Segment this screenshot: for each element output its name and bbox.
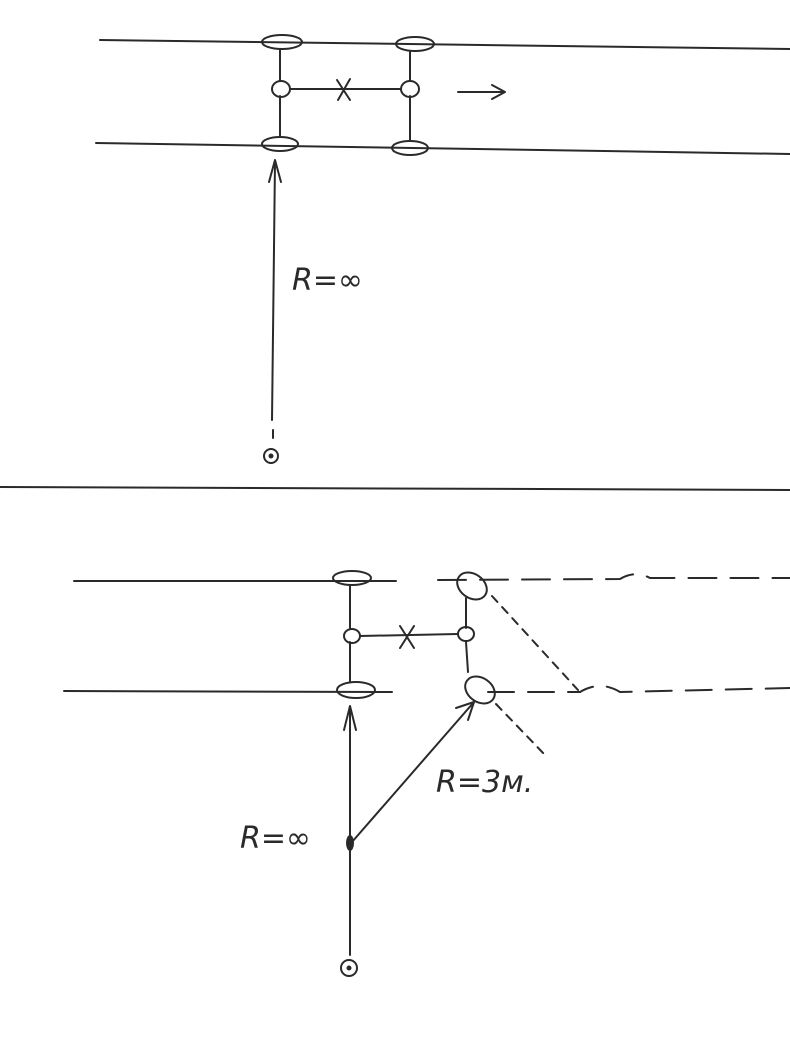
joint-icon bbox=[343, 628, 361, 644]
arrow-head-icon bbox=[343, 705, 357, 731]
pivot-point-icon bbox=[346, 835, 354, 851]
direction-arrow-icon bbox=[457, 84, 506, 100]
radius-label-turn: R=3м. bbox=[436, 765, 533, 800]
cross-mark-icon bbox=[399, 625, 415, 649]
axle-right-lower bbox=[465, 641, 469, 673]
joint-icon bbox=[457, 626, 475, 642]
wheel-icon bbox=[464, 675, 496, 705]
turn-guide-lower bbox=[495, 703, 547, 757]
joint-icon bbox=[271, 80, 291, 98]
radius-label-straight: R=∞ bbox=[240, 821, 311, 856]
center-dot bbox=[268, 453, 274, 459]
bottom-rail-upper-right bbox=[437, 573, 790, 581]
top-rail-upper bbox=[99, 39, 790, 50]
joint-icon bbox=[400, 80, 420, 98]
bottom-rail-lower-right bbox=[487, 685, 790, 693]
bottom-panel: R=∞ R=3м. bbox=[63, 570, 790, 977]
wheel-icon bbox=[456, 571, 488, 601]
arrow-head-icon bbox=[268, 159, 282, 183]
turn-guide-upper bbox=[491, 595, 579, 691]
wheel-icon bbox=[332, 570, 372, 586]
wheel-icon bbox=[261, 136, 299, 152]
wheel-icon bbox=[395, 36, 435, 52]
wheel-icon bbox=[261, 34, 303, 50]
center-point-icon bbox=[340, 959, 358, 977]
center-point-icon bbox=[263, 448, 279, 464]
top-panel: R=∞ bbox=[95, 34, 790, 464]
wheel-icon bbox=[336, 681, 376, 699]
center-dot bbox=[346, 965, 352, 971]
radius-line bbox=[271, 161, 276, 421]
top-rail-lower bbox=[95, 142, 790, 155]
bottom-rail-lower-left bbox=[63, 690, 393, 693]
cross-mark-icon bbox=[336, 78, 351, 101]
radius-label: R=∞ bbox=[292, 263, 363, 298]
arrow-head-icon bbox=[455, 701, 475, 721]
panel-divider bbox=[0, 486, 790, 491]
radius-line-turn bbox=[351, 701, 475, 843]
